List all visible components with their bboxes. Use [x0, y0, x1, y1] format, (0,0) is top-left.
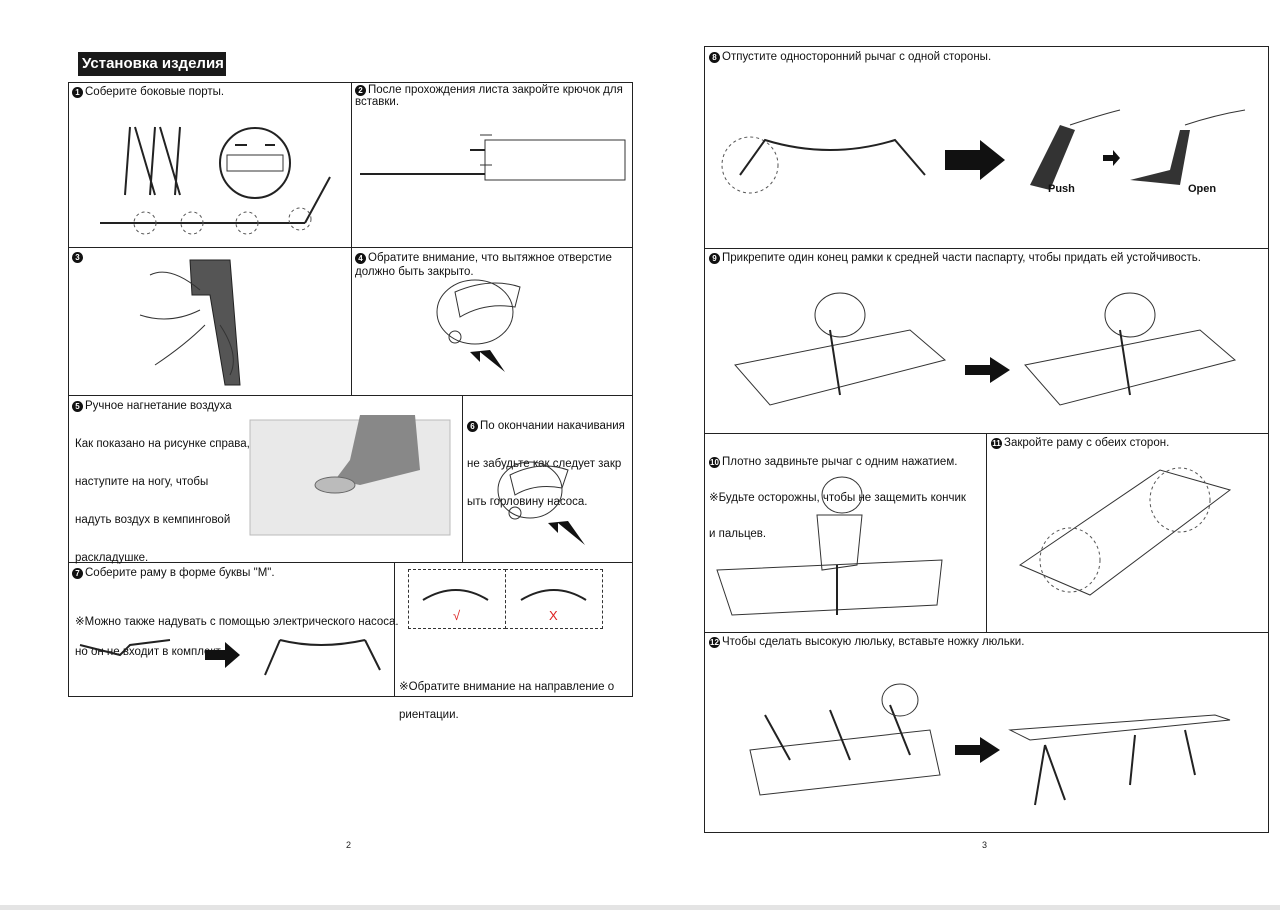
step-12-cell	[704, 632, 1269, 833]
step-number-badge: 12	[709, 637, 720, 648]
step-7-text: Соберите раму в форме буквы "M".	[85, 567, 275, 579]
step-2-text: После прохождения листа закройте крючок …	[355, 84, 623, 108]
step-number-badge: 2	[355, 85, 366, 96]
step-number-badge: 6	[467, 421, 478, 432]
step-number-badge: 1	[72, 87, 83, 98]
orientation-illustration	[422, 589, 587, 601]
high-cot-illustration	[749, 683, 1231, 806]
step-10-text: Плотно задвиньте рычаг с одним нажатием.	[722, 456, 958, 468]
side-poles-illustration	[100, 126, 331, 235]
step-number-badge: 8	[709, 52, 720, 63]
step-7-note: ※Можно также надувать с помощью электрич…	[75, 616, 399, 628]
step-7-orientation-cell	[394, 562, 633, 697]
step-11-text: Закройте раму с обеих сторон.	[1004, 437, 1170, 449]
foot-pump-illustration	[249, 415, 451, 536]
step-number-badge: 11	[991, 438, 1002, 449]
step-5-line: Как показано на рисунке справа,	[75, 438, 250, 450]
bottom-edge	[0, 905, 1280, 910]
frame-attach-illustration	[734, 292, 1237, 406]
frame-close-illustration	[1018, 467, 1232, 596]
step-4-text: Обратите внимание, что вытяжное отверсти…	[355, 252, 612, 278]
strap-hands-illustration	[139, 259, 241, 386]
step-5-line: надуть воздух в кемпинговой	[75, 514, 231, 526]
wrong-mark: X	[549, 608, 558, 623]
push-label: Push	[1048, 183, 1075, 195]
orientation-note-line: ※Обратите внимание на направление о	[399, 681, 615, 693]
step-number-badge: 10	[709, 457, 720, 468]
lever-release-illustration	[721, 109, 1246, 194]
step-10-note: ※Будьте осторожны, чтобы не защемить кон…	[709, 492, 966, 504]
step-8-text: Отпустите односторонний рычаг с одной ст…	[722, 51, 992, 63]
step-3-caption: 3	[72, 249, 85, 266]
correct-mark: √	[453, 608, 461, 623]
lever-push-illustration	[716, 476, 943, 616]
step-5-body: Как показано на рисунке справа, наступит…	[75, 416, 250, 587]
step-number-badge: 4	[355, 253, 366, 264]
valve-closed-illustration	[436, 279, 521, 372]
orientation-note-line: риентации.	[399, 709, 459, 721]
step-10-note: и пальцев.	[709, 528, 767, 540]
step-7-orientation-note: ※Обратите внимание на направление о риен…	[399, 666, 614, 736]
step-number-badge: 9	[709, 253, 720, 264]
step-number-badge: 7	[72, 568, 83, 579]
step-12-text: Чтобы сделать высокую люльку, вставьте н…	[722, 636, 1025, 648]
step-number-badge: 5	[72, 401, 83, 412]
step-5-line: наступите на ногу, чтобы	[75, 476, 209, 488]
frame-m-illustration	[79, 639, 381, 676]
page-number: 3	[982, 840, 988, 850]
step-5-text: Ручное нагнетание воздуха	[85, 400, 232, 412]
sheet-hook-illustration	[360, 134, 626, 181]
step-9-text: Прикрепите один конец рамки к средней ча…	[722, 252, 1201, 264]
open-label: Open	[1188, 183, 1217, 195]
step-5-line: раскладушке.	[75, 552, 149, 564]
step-1-text: Соберите боковые порты.	[85, 86, 225, 98]
pump-valve-illustration	[497, 461, 585, 545]
step-number-badge: 3	[72, 252, 83, 263]
section-title: Установка изделия	[78, 52, 226, 76]
page-number: 2	[346, 840, 352, 850]
step-6-line: По окончании накачивания	[480, 420, 625, 432]
wrong-orientation-box	[505, 569, 603, 629]
